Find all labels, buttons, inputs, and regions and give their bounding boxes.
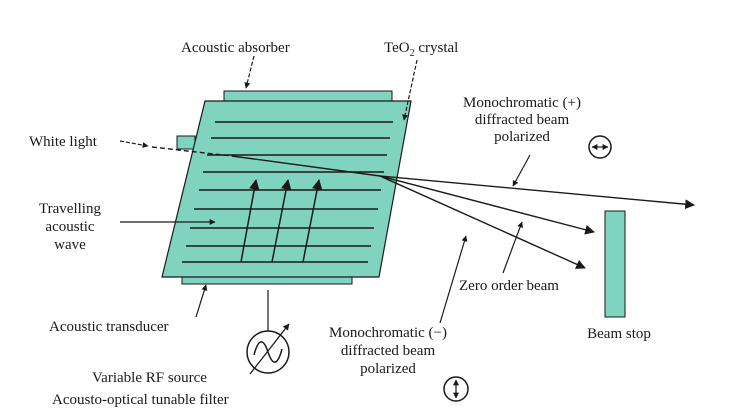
input-port: [176, 135, 196, 150]
travelling-wave-arrows: [240, 178, 323, 263]
crystal-label-tail: crystal: [415, 40, 459, 56]
white-light-beam: [151, 146, 233, 157]
zero-order-beam: [379, 175, 595, 235]
minus-diffracted-beam: [379, 175, 586, 269]
travelling-label-1: Travelling: [39, 201, 101, 217]
zero-order-label: Zero order beam: [459, 278, 559, 294]
acoustic-absorber-label: Acoustic absorber: [181, 40, 290, 56]
mono-plus-label-3: polarized: [494, 129, 550, 145]
travelling-label-2: acoustic: [45, 219, 94, 235]
acoustic-transducer-label: Acoustic transducer: [49, 319, 169, 335]
light-beams: [151, 146, 695, 269]
vertical-polarization-icon: [443, 376, 469, 402]
beam-stop: [604, 210, 626, 318]
aotf-label: Acousto-optical tunable filter: [52, 392, 229, 408]
crystal-label-sub: 2: [410, 48, 415, 59]
beam-stop-label: Beam stop: [587, 326, 651, 342]
input-beam: [231, 155, 381, 177]
crystal-label-main: TeO: [384, 40, 410, 56]
travelling-label-3: wave: [54, 237, 86, 253]
mono-plus-label-2: diffracted beam: [475, 112, 570, 128]
white-light-label: White light: [29, 134, 98, 150]
mono-minus-label-2: diffracted beam: [341, 343, 436, 359]
label-leaders: [119, 55, 531, 324]
mono-minus-label-3: polarized: [360, 361, 416, 377]
rf-source-icon: [246, 323, 290, 375]
rf-source-label: Variable RF source: [92, 370, 207, 386]
mono-plus-label-1: Monochromatic (+): [463, 95, 581, 111]
horizontal-polarization-icon: [588, 135, 612, 159]
crystal-label: TeO2 crystal: [384, 40, 458, 59]
mono-minus-label-1: Monochromatic (−): [329, 325, 447, 341]
plus-diffracted-beam: [379, 175, 695, 210]
